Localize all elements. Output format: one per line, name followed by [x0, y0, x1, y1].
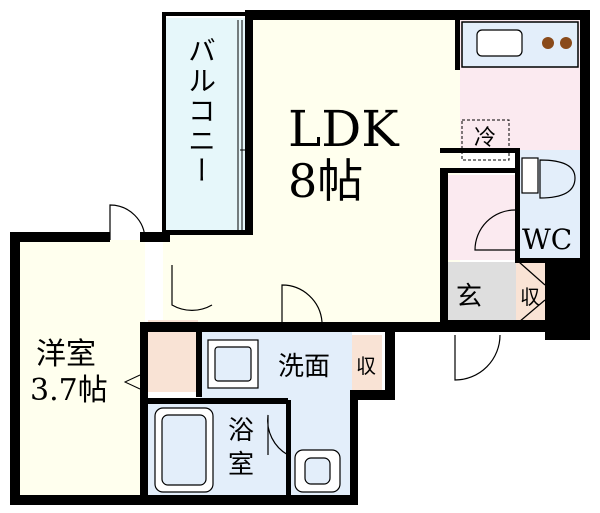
door-washroom [281, 284, 323, 323]
door-hall-western [171, 265, 213, 311]
balcony-label: バルコニー [184, 36, 217, 186]
wall-step [350, 390, 395, 400]
toilet-fixture [521, 157, 576, 199]
wall-kitchen-left [455, 20, 460, 70]
door-storage [518, 261, 546, 323]
bath-label-1: 浴 [228, 416, 255, 446]
western-arrow-mark [123, 374, 141, 390]
door-wc [474, 209, 516, 251]
toilet-label: WC [522, 223, 573, 256]
walls [10, 10, 590, 505]
wall-balcony-bottom [162, 230, 252, 235]
toilet-bowl-icon [539, 159, 576, 199]
wall-western-right [140, 322, 148, 497]
hall-pink-floor [448, 175, 518, 260]
wall-bath-right [286, 400, 291, 497]
ldk-size-label: 8帖 [288, 154, 364, 208]
wall-ldk-left [245, 10, 253, 235]
washroom-label: 洗面 [278, 352, 331, 382]
wall-top [245, 10, 590, 20]
wash-storage-floor [352, 335, 382, 400]
burner-icon [560, 37, 572, 49]
bath-label-2: 室 [228, 450, 255, 480]
entrance-storage-label: 収 [520, 285, 540, 309]
bathtub-inner [161, 414, 207, 486]
door-bath [267, 414, 289, 456]
doors [109, 204, 546, 456]
balcony-sash [237, 20, 250, 230]
basin-icon [214, 346, 252, 382]
wall-bottom [10, 495, 358, 505]
direction-marks [123, 374, 141, 390]
western-name-label: 洋室 [36, 337, 96, 372]
door-entrance [454, 334, 501, 381]
western-size-label: 3.7帖 [30, 373, 108, 408]
burner-icon [542, 37, 554, 49]
fridge-space [461, 119, 510, 161]
entrance-floor [448, 262, 516, 322]
wall-hall-top [440, 168, 515, 173]
wall-kitchen-bottom [440, 148, 520, 153]
sink-icon [476, 29, 523, 57]
fridge-label: 冷 [474, 126, 497, 151]
entrance-label: 玄 [456, 282, 483, 312]
ldk-name-label: LDK [288, 100, 399, 158]
wall-balcony-left [162, 12, 166, 234]
wall-bottom-right [350, 395, 358, 505]
kitchen-fixtures [461, 21, 579, 161]
wall-western-left [10, 232, 20, 505]
toilet-tank-icon [521, 157, 539, 194]
hall-floor [163, 235, 445, 330]
wall-bath-top [148, 398, 288, 404]
wet-fixtures [154, 339, 341, 493]
wall-wc-left [515, 148, 520, 262]
wall-step-vert [385, 330, 395, 400]
wall-wc-bottom [515, 258, 585, 263]
wall-balcony-top [162, 12, 250, 16]
wall-closet-right [196, 322, 202, 397]
wall-western-top-left [10, 232, 110, 242]
washer-drain [304, 457, 331, 485]
floor-fills [20, 18, 580, 495]
wall-western-top-right [140, 232, 170, 242]
western-floor [20, 240, 145, 495]
wall-corridor-bottom [140, 322, 450, 332]
wall-right [580, 10, 590, 340]
wall-entry-bottom [445, 320, 590, 332]
balcony-floor [165, 18, 247, 233]
wash-storage-label: 収 [356, 354, 376, 378]
door-western [109, 204, 146, 241]
wall-hall-left [440, 168, 448, 323]
